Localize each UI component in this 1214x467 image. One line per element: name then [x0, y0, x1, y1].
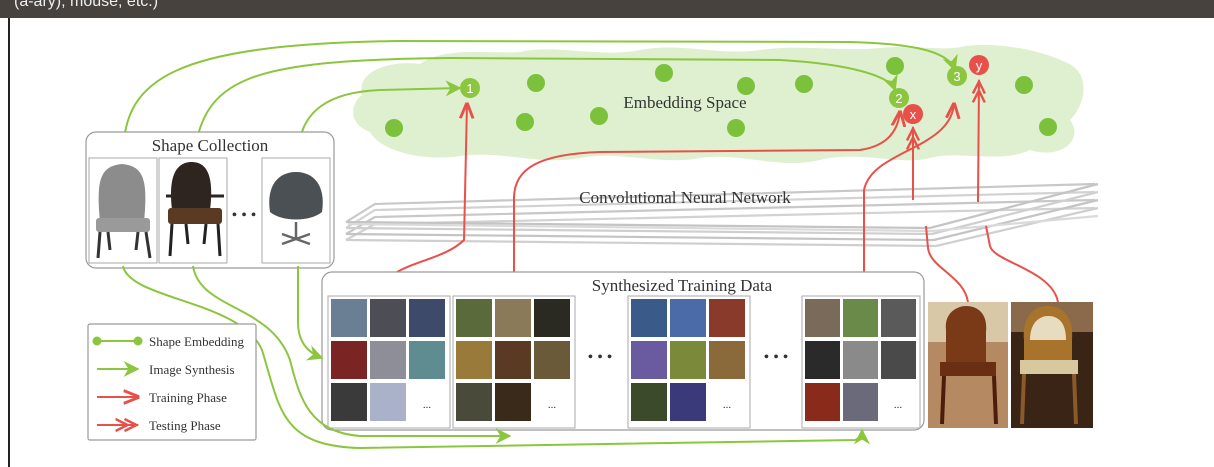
embedding-point [886, 57, 904, 75]
embedding-point [727, 119, 745, 137]
grid-ellipsis-2: • • • [764, 349, 789, 366]
legend-training-phase: Training Phase [97, 390, 227, 405]
top-bar: (a-ary), mouse, etc.) [0, 0, 1214, 18]
shape-collection-label: Shape Collection [152, 136, 269, 155]
embedding-point [795, 75, 813, 93]
embedding-point [516, 113, 534, 131]
marker-x [903, 104, 923, 124]
image-synthesis-curves [122, 265, 870, 450]
test-photo-1 [928, 302, 1008, 428]
legend-image-synthesis: Image Synthesis [97, 361, 235, 377]
legend-training-phase-label: Training Phase [149, 390, 227, 405]
marker-2-label: 2 [895, 91, 902, 106]
image-grid-4: ... [801, 295, 921, 429]
training-data-label: Synthesized Training Data [592, 276, 773, 295]
embedding-point [1015, 76, 1033, 94]
embedding-markers: 1 2 3 x y [460, 55, 989, 124]
embedding-point [590, 107, 608, 125]
embedding-point [385, 119, 403, 137]
embedding-point [655, 64, 673, 82]
embedding-points [385, 57, 1057, 137]
embedding-space-label: Embedding Space [623, 93, 746, 112]
legend: Shape Embedding Image Synthesis Training… [87, 323, 257, 441]
training-data-panel: Synthesized Training Data ... ... [321, 271, 925, 431]
legend-shape-embedding: Shape Embedding [92, 334, 244, 349]
chair-shape-1 [88, 157, 158, 264]
embedding-point [737, 77, 755, 95]
left-rule [8, 18, 10, 467]
grid-2-ellipsis: ... [548, 399, 557, 411]
legend-shape-embedding-label: Shape Embedding [149, 334, 244, 349]
grid-1-ellipsis: ... [423, 399, 432, 411]
marker-y-label: y [976, 58, 983, 73]
grid-4-ellipsis: ... [894, 399, 903, 411]
cnn-label: Convolutional Neural Network [579, 188, 791, 207]
image-grid-1: ... [327, 295, 451, 429]
header-text: (a-ary), mouse, etc.) [14, 0, 159, 10]
marker-1-label: 1 [466, 81, 473, 96]
cnn-layers [345, 182, 1099, 248]
shape-ellipsis: • • • [232, 207, 257, 224]
marker-1 [460, 78, 480, 98]
shape-collection: Shape Collection • • • [85, 131, 335, 269]
embedding-point [527, 74, 545, 92]
image-grid-3: ... [627, 295, 751, 429]
marker-2 [889, 88, 909, 108]
chair-shape-2 [158, 157, 228, 264]
image-grid-2: ... [452, 295, 576, 429]
legend-testing-phase: Testing Phase [97, 418, 221, 433]
test-photo-2 [1011, 302, 1093, 428]
legend-testing-phase-label: Testing Phase [149, 418, 221, 433]
marker-3 [947, 66, 967, 86]
marker-x-label: x [910, 107, 917, 122]
legend-image-synthesis-label: Image Synthesis [149, 362, 235, 377]
marker-y [969, 55, 989, 75]
testing-curves [913, 80, 1059, 303]
marker-3-label: 3 [953, 69, 960, 84]
embedding-point [1039, 118, 1057, 136]
grid-ellipsis-1: • • • [588, 349, 613, 366]
grid-3-ellipsis: ... [723, 399, 732, 411]
chair-shape-3 [261, 157, 331, 264]
